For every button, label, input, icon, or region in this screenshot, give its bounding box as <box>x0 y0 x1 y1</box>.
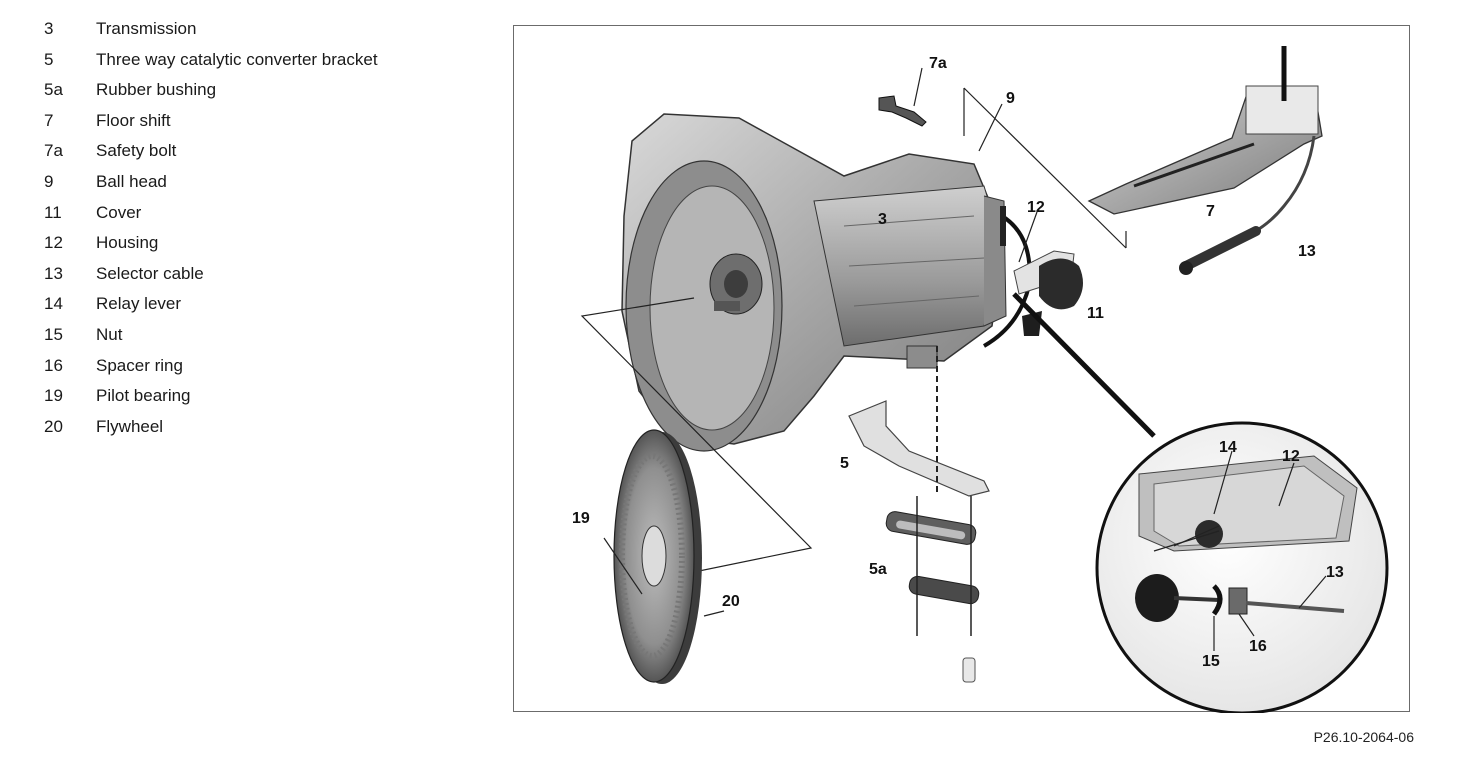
legend-label: Selector cable <box>96 263 204 283</box>
callout-9: 9 <box>1006 90 1015 107</box>
detail-magnifier <box>1095 421 1389 713</box>
exploded-view-drawing: 7a 9 3 12 7 13 11 5 5a 19 20 14 12 13 15… <box>572 46 1389 713</box>
callout-3: 3 <box>878 211 887 228</box>
floor-shift-drawing <box>1087 46 1323 275</box>
detail-callout-14: 14 <box>1219 439 1237 456</box>
legend-number: 9 <box>44 171 54 191</box>
legend-label: Cover <box>96 202 142 222</box>
legend-label: Transmission <box>96 19 197 38</box>
legend-number: 16 <box>44 355 63 375</box>
safety-bolt-drawing <box>878 67 927 127</box>
transmission-drawing <box>621 113 1032 452</box>
rubber-bushing-drawing <box>885 496 980 683</box>
flywheel-leader-lines <box>580 297 813 587</box>
legend-label: Relay lever <box>96 294 182 314</box>
legend-label: Spacer ring <box>96 355 183 375</box>
legend-label: Rubber bushing <box>96 80 217 100</box>
legend-label: Ball head <box>96 171 167 191</box>
housing-cover-drawing <box>1013 211 1083 336</box>
legend-label: Flywheel <box>96 416 164 436</box>
detail-callout-12: 12 <box>1282 448 1300 465</box>
legend-number: 20 <box>44 416 63 436</box>
legend-label: Three way catalytic converter bracket <box>96 49 378 69</box>
detail-callout-15: 15 <box>1202 653 1220 670</box>
callout-19: 19 <box>572 510 590 527</box>
legend-number: 3 <box>44 19 54 38</box>
legend-label: Safety bolt <box>96 141 177 161</box>
legend-label: Housing <box>96 233 159 253</box>
legend-number: 12 <box>44 233 63 253</box>
legend-label: Nut <box>96 324 123 344</box>
detail-callout-16: 16 <box>1249 638 1267 655</box>
catalytic-converter-bracket-drawing <box>848 346 990 497</box>
legend-number: 13 <box>44 263 63 283</box>
legend-number: 5a <box>44 80 63 100</box>
callout-5a: 5a <box>869 561 887 578</box>
detail-callout-13: 13 <box>1326 564 1344 581</box>
legend-number: 11 <box>44 202 62 222</box>
legend-number: 19 <box>44 386 63 406</box>
callout-20: 20 <box>722 593 740 610</box>
legend-label: Pilot bearing <box>96 386 191 406</box>
detail-leader-line <box>1012 292 1156 438</box>
legend-label: Floor shift <box>96 110 171 130</box>
callout-7a: 7a <box>929 55 947 72</box>
callout-13: 13 <box>1298 243 1316 260</box>
figure-reference-code: P26.10-2064-06 <box>1313 729 1414 745</box>
callout-12: 12 <box>1027 199 1045 216</box>
legend-number: 7 <box>44 110 54 130</box>
legend-number: 5 <box>44 49 54 69</box>
exploded-view-figure: 7a 9 3 12 7 13 11 5 5a 19 20 14 12 13 15… <box>513 25 1410 713</box>
callout-5: 5 <box>840 455 849 472</box>
legend-number: 14 <box>44 294 63 314</box>
ball-head-leader-lines <box>963 87 1127 249</box>
callout-11: 11 <box>1087 305 1104 322</box>
callout-7: 7 <box>1206 203 1215 220</box>
legend-number: 15 <box>44 324 63 344</box>
flywheel-drawing <box>603 429 725 684</box>
legend-number: 7a <box>44 141 63 161</box>
